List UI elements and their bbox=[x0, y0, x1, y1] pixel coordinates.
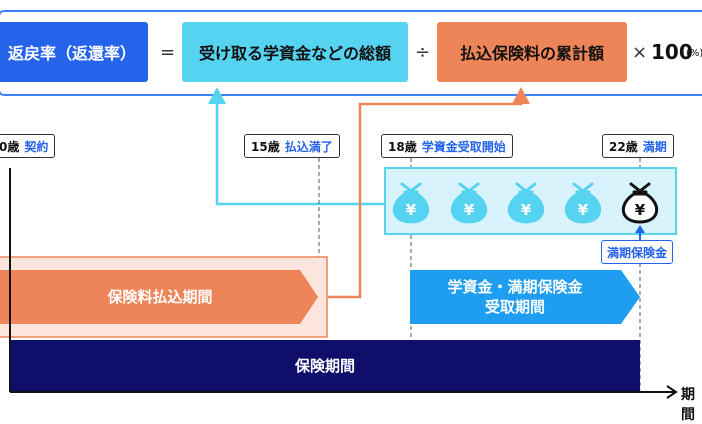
milestone-benefit-start: 18歳 学資金受取開始 bbox=[381, 134, 513, 158]
benefit-connector-line bbox=[215, 100, 384, 206]
money-bag-icon: ¥ bbox=[565, 182, 601, 224]
premium-period-arrow bbox=[0, 270, 318, 324]
yen-symbol: ¥ bbox=[521, 201, 532, 219]
milestone-maturity: 22歳 満期 bbox=[602, 134, 674, 158]
total-benefit-box: 受け取る学資金などの総額 bbox=[182, 22, 408, 82]
time-axis-arrowhead bbox=[666, 385, 678, 399]
divide-sign: ÷ bbox=[415, 42, 431, 63]
return-rate-label: 返戻率（返還率） bbox=[7, 44, 136, 63]
total-premium-label: 払込保険料の累計額 bbox=[459, 44, 604, 63]
total-benefit-label: 受け取る学資金などの総額 bbox=[198, 44, 391, 63]
hundred-value: 100 bbox=[651, 40, 693, 64]
axis-label: 期間 bbox=[681, 387, 695, 423]
money-bag-icon: ¥ bbox=[508, 182, 544, 224]
benefit-period-line2: 受取期間 bbox=[484, 298, 545, 316]
money-bag-icon: ¥ bbox=[451, 182, 487, 224]
percent-unit: (%) bbox=[686, 48, 702, 59]
milestone-label: 学資金受取開始 bbox=[421, 139, 506, 154]
benefit-period-label: 学資金・満期保険金 受取期間 bbox=[410, 277, 620, 317]
maturity-benefit-tag: 満期保険金 bbox=[601, 240, 674, 264]
maturity-arrowhead bbox=[635, 225, 645, 233]
maturity-benefit-label: 満期保険金 bbox=[607, 245, 668, 260]
milestone-label: 満期 bbox=[642, 139, 667, 154]
return-rate-box: 返戻率（返還率） bbox=[0, 22, 148, 82]
yen-symbol: ¥ bbox=[406, 201, 417, 219]
milestone-label: 契約 bbox=[24, 139, 49, 154]
total-premium-box: 払込保険料の累計額 bbox=[437, 22, 627, 82]
milestone-age: 22歳 bbox=[609, 139, 638, 154]
coverage-period-bar bbox=[10, 340, 640, 392]
diagram-graphics: ¥ ¥ ¥ ¥ ¥ bbox=[0, 87, 678, 399]
milestone-payment-end: 15歳 払込満了 bbox=[244, 134, 340, 158]
benefit-period-arrow bbox=[410, 270, 640, 324]
milestone-contract: 0歳 契約 bbox=[0, 134, 56, 158]
equals-sign: = bbox=[160, 42, 176, 63]
yen-symbol: ¥ bbox=[635, 201, 646, 219]
milestone-age: 0歳 bbox=[0, 139, 20, 154]
milestone-age: 15歳 bbox=[251, 139, 280, 154]
premium-period-label: 保険料払込期間 bbox=[107, 288, 213, 306]
milestone-label: 払込満了 bbox=[284, 139, 333, 154]
milestone-age: 18歳 bbox=[388, 139, 417, 154]
benefit-period-line1: 学資金・満期保険金 bbox=[447, 278, 583, 296]
coverage-period-label: 保険期間 bbox=[294, 357, 355, 375]
benefit-arrowhead bbox=[208, 87, 226, 104]
money-bag-icon: ¥ bbox=[393, 182, 429, 224]
insurance-diagram: 返戻率（返還率） = 受け取る学資金などの総額 ÷ 払込保険料の累計額 × 10… bbox=[0, 10, 702, 423]
times-sign: × bbox=[632, 42, 648, 63]
premium-arrowhead bbox=[512, 87, 530, 104]
yen-symbol: ¥ bbox=[578, 201, 589, 219]
maturity-money-bag-icon: ¥ bbox=[622, 182, 658, 224]
yen-symbol: ¥ bbox=[464, 201, 475, 219]
